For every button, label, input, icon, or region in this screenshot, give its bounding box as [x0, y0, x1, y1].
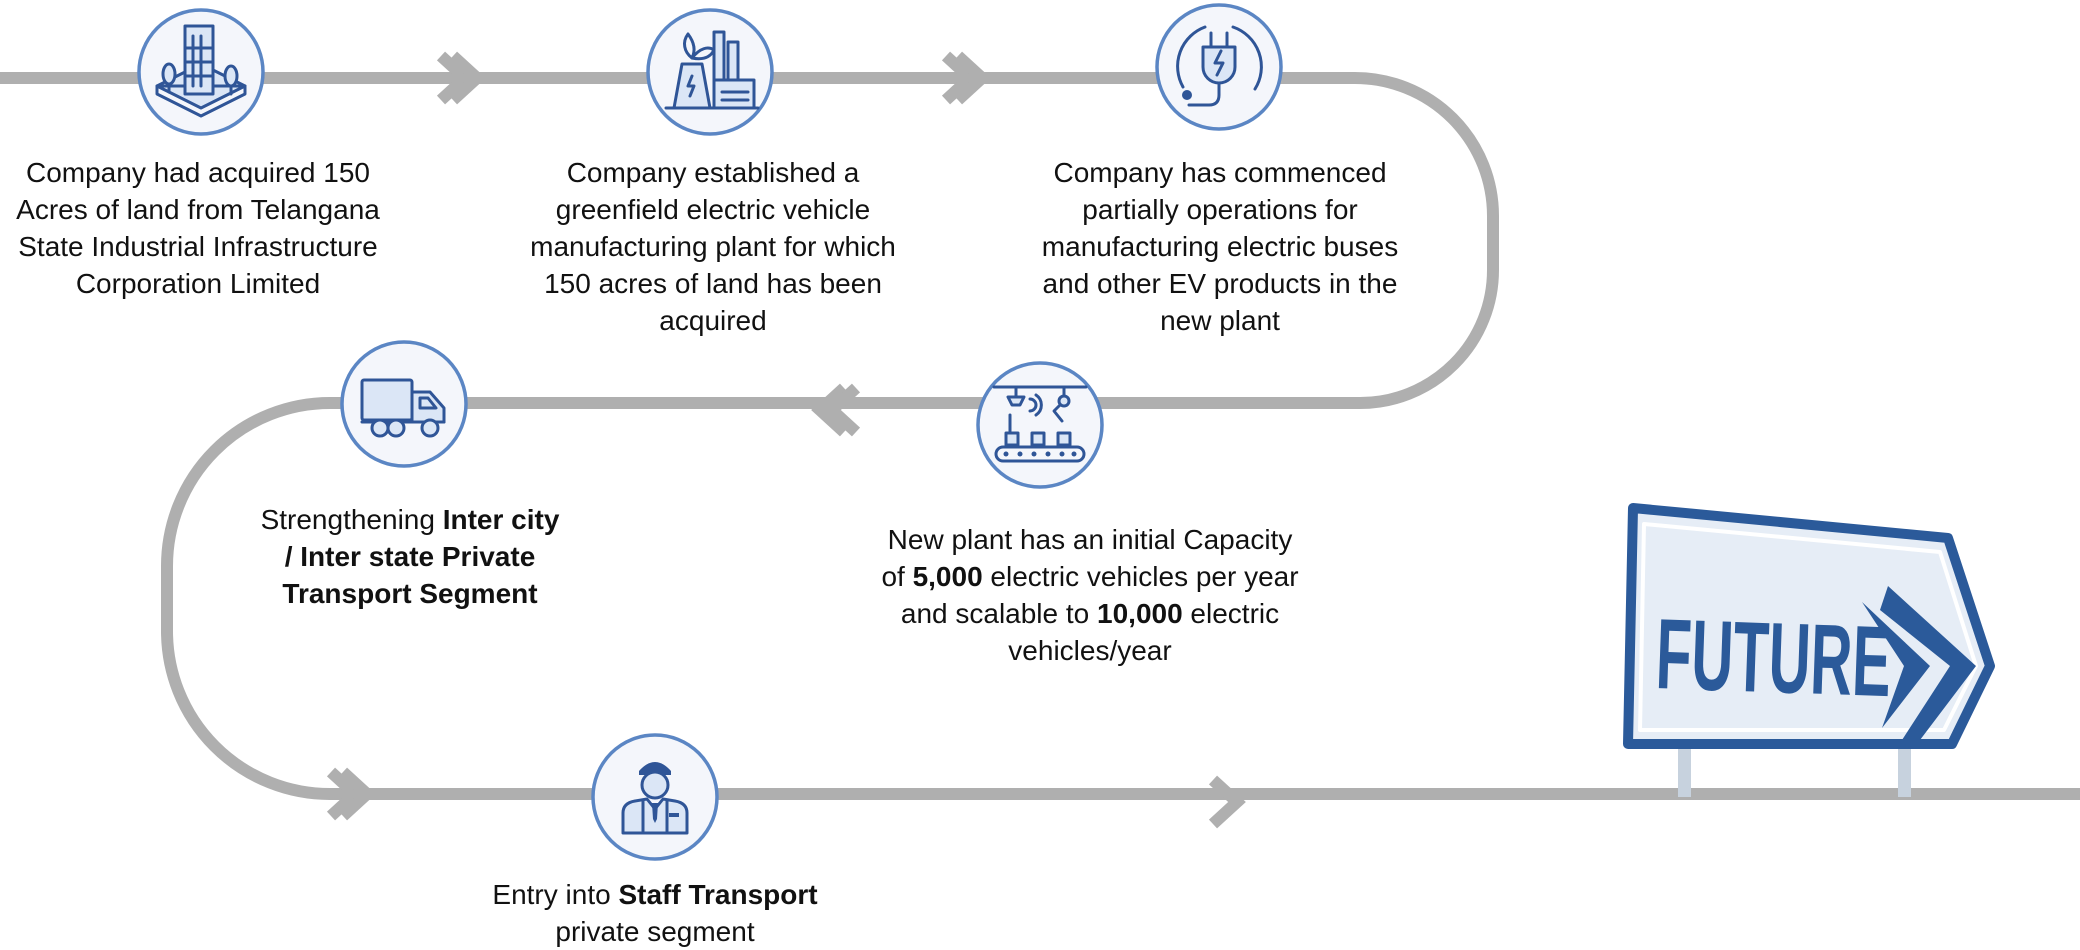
step-operations-label: Company has commenced partially operatio…	[1030, 154, 1410, 339]
sign-text: FUTURE	[1654, 598, 1893, 718]
assembly-line-icon	[976, 361, 1104, 489]
road-track	[0, 72, 2080, 800]
step-intercity-bold-1: Inter city / Inter state Private Transpo…	[282, 504, 560, 609]
arrow-right-4	[1208, 775, 1246, 829]
step-plant-label: Company established a greenfield electri…	[518, 154, 908, 339]
green-factory-icon	[646, 8, 774, 136]
step-intercity-label: Strengthening Inter city / Inter state P…	[255, 501, 565, 612]
step-staff-label: Entry into Staff Transport private segme…	[470, 876, 840, 950]
step-land-text: Company had acquired 150 Acres of land f…	[16, 157, 380, 299]
ev-plug-icon	[1155, 3, 1283, 131]
step-capacity-label: New plant has an initial Capacity of 5,0…	[880, 521, 1300, 669]
step-capacity-text-3: electric vehicles/year	[1008, 598, 1280, 666]
delivery-truck-icon	[340, 340, 468, 468]
arrow-right-2	[941, 51, 991, 105]
step-land-label: Company had acquired 150 Acres of land f…	[5, 154, 391, 302]
step-capacity-text-2: electric vehicles per year and scalable …	[900, 561, 1299, 629]
step-capacity-bold-2: 10,000	[1097, 598, 1183, 629]
staff-person-icon	[591, 733, 719, 861]
step-intercity-text-1: Strengthening	[260, 504, 443, 535]
step-staff-text-1: Entry into	[492, 879, 619, 910]
step-capacity-bold-1: 5,000	[912, 561, 983, 592]
road-sign-arrow-icon: FUTURE	[1623, 503, 1995, 797]
step-operations-text: Company has commenced partially operatio…	[1041, 157, 1399, 336]
arrow-right-3	[326, 767, 376, 821]
step-plant-text: Company established a greenfield electri…	[530, 157, 896, 336]
step-staff-text-2: private segment	[555, 916, 755, 947]
arrow-right-1	[434, 49, 486, 107]
arrow-left-1	[811, 383, 861, 437]
building-on-land-icon	[137, 8, 265, 136]
step-capacity-text-1: New plant has an initial Capacity of	[881, 524, 1293, 592]
step-staff-bold-1: Staff Transport	[618, 879, 818, 910]
